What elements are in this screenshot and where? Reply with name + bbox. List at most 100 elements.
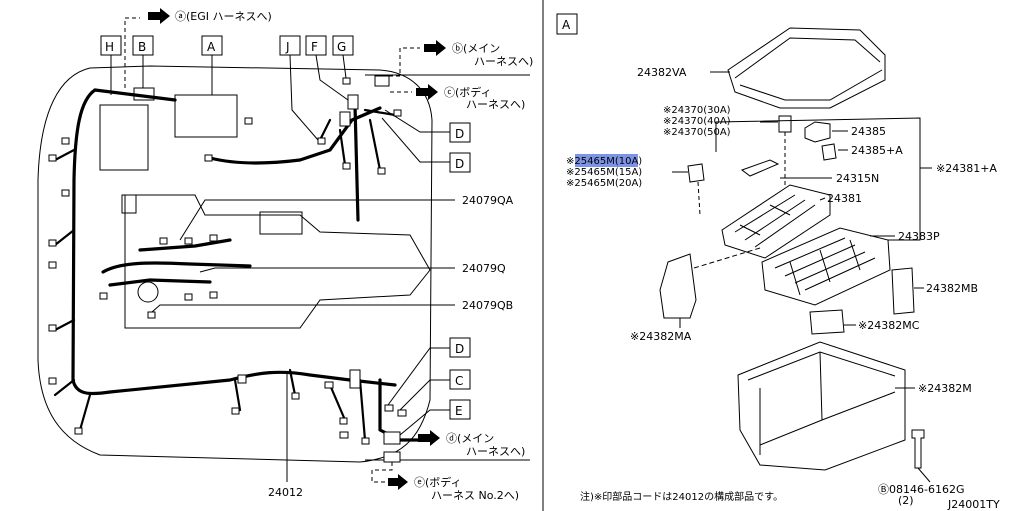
callout-G-label: G	[337, 40, 346, 54]
engine-bracket	[121, 194, 137, 214]
engine-pulley	[137, 281, 159, 303]
battery-box	[99, 104, 149, 171]
label-24382VA: 24382VA	[637, 66, 687, 79]
cover-detail	[734, 37, 883, 101]
label-24315N: 24315N	[836, 172, 879, 185]
conn-c-label-2: ハーネスへ)	[466, 98, 525, 111]
fuse-box-A	[174, 94, 238, 138]
harness-engine-2	[138, 238, 232, 252]
block-24381-detail	[734, 194, 816, 248]
part-24382MC	[809, 309, 845, 335]
harness-overview: H B A J F G ⓐ(EGI	[37, 8, 533, 502]
callout-D-upper-1: D	[384, 109, 471, 143]
harness-top	[93, 88, 177, 102]
callout-A: A	[201, 35, 223, 95]
callout-D2-label: D	[455, 157, 464, 171]
fuse-25465M	[687, 163, 705, 183]
label-24079Q: 24079Q	[462, 262, 506, 275]
callout-G: G	[332, 35, 354, 79]
conn-b-label-1: ⓑ(メイン	[452, 42, 500, 55]
harness-engine-1	[101, 261, 252, 274]
connectors	[48, 75, 407, 463]
leader-24079QA	[179, 199, 455, 241]
block-24383P-detail	[774, 237, 876, 296]
bracket-24381A	[715, 117, 921, 241]
harness-right-branches	[318, 108, 397, 172]
callout-C-label: C	[455, 374, 463, 388]
arrow-b-icon	[424, 40, 446, 56]
harness-left-branches	[53, 148, 92, 432]
callout-E-label: E	[455, 404, 463, 418]
cover-24382VA	[727, 27, 886, 109]
label-bolt-qty: (2)	[898, 494, 914, 507]
harness-engine-3	[108, 278, 212, 287]
label-24382MC: ※24382MC	[858, 319, 920, 332]
label-24382MB: 24382MB	[926, 282, 978, 295]
leader-24381	[819, 197, 826, 201]
conn-e-label-2: ハーネス No.2へ)	[431, 489, 519, 502]
conn-e-leader	[371, 462, 393, 483]
callout-E: E	[399, 399, 471, 436]
section-label: A	[562, 18, 571, 32]
label-24385A: 24385+A	[851, 144, 903, 157]
conn-d-label-2: ハーネスへ)	[466, 445, 525, 458]
label-24370-40: ※24370(40A)	[663, 116, 731, 127]
label-24382M: ※24382M	[918, 382, 972, 395]
block-24383P	[761, 227, 891, 306]
arrow-a-icon	[148, 8, 170, 24]
block-24381	[721, 184, 831, 259]
label-24381A: ※24381+A	[936, 162, 997, 175]
part-24315N	[740, 159, 780, 177]
part-24382MA	[659, 253, 697, 319]
label-24079QB: 24079QB	[462, 299, 513, 312]
callout-D3-label: D	[455, 342, 464, 356]
highlight-25465M	[575, 154, 638, 167]
label-25465M-15: ※25465M(15A)	[566, 167, 642, 178]
callout-J-label: J	[285, 40, 290, 54]
label-24370-30: ※24370(30A)	[663, 105, 731, 116]
conn-b-leader	[382, 47, 420, 77]
callout-B-label: B	[138, 40, 146, 54]
label-25465M-10: ※25465M(10A)	[566, 156, 642, 167]
conn-a-leader	[124, 17, 140, 88]
axis-24382MA	[693, 247, 761, 269]
main-harness	[71, 88, 397, 396]
callout-A-label: A	[207, 40, 216, 54]
case-24382M-detail	[747, 351, 896, 455]
arrow-c-icon	[416, 84, 438, 100]
callout-C: C	[399, 369, 471, 411]
harness-branches	[233, 368, 367, 442]
label-25465M-20: ※25465M(20A)	[566, 178, 642, 189]
leader-24079QB	[151, 304, 455, 313]
leader-24079Q	[199, 267, 455, 273]
part-24382MB	[891, 267, 915, 315]
engine-outline	[124, 194, 431, 329]
callout-H: H	[100, 35, 122, 95]
harness-upper	[208, 106, 382, 165]
section-label-box	[556, 13, 578, 35]
label-24383P: 24383P	[898, 230, 940, 243]
conn-c-label-1: ⓒ(ボディ	[444, 85, 492, 99]
label-24012: 24012	[268, 486, 303, 499]
callout-F-label: F	[311, 40, 318, 54]
label-24079QA: 24079QA	[462, 194, 514, 207]
relay-24385	[804, 121, 831, 143]
diagram-id: J24001TY	[947, 498, 1000, 511]
conn-e-label-1: ⓔ(ボディ	[414, 475, 462, 489]
conn-a-label: ⓐ(EGI ハーネスへ)	[175, 10, 272, 23]
bolt-icon	[911, 429, 925, 469]
label-24370-50: ※24370(50A)	[663, 127, 731, 138]
callout-F: F	[305, 35, 349, 101]
label-24381: 24381	[827, 192, 862, 205]
engine-component	[259, 211, 303, 235]
callout-D1-label: D	[455, 127, 464, 141]
callout-D-lower: D	[387, 337, 471, 406]
footnote: 注)※印部品コードは24012の構成部品です。	[580, 490, 783, 503]
conn-b-label-2: ハーネスへ)	[474, 55, 533, 68]
fuse-axis	[697, 181, 701, 216]
callout-J: J	[279, 35, 319, 141]
relay-24385A	[821, 143, 837, 161]
arrow-e-icon	[388, 474, 408, 490]
harness-vertical	[353, 103, 360, 222]
